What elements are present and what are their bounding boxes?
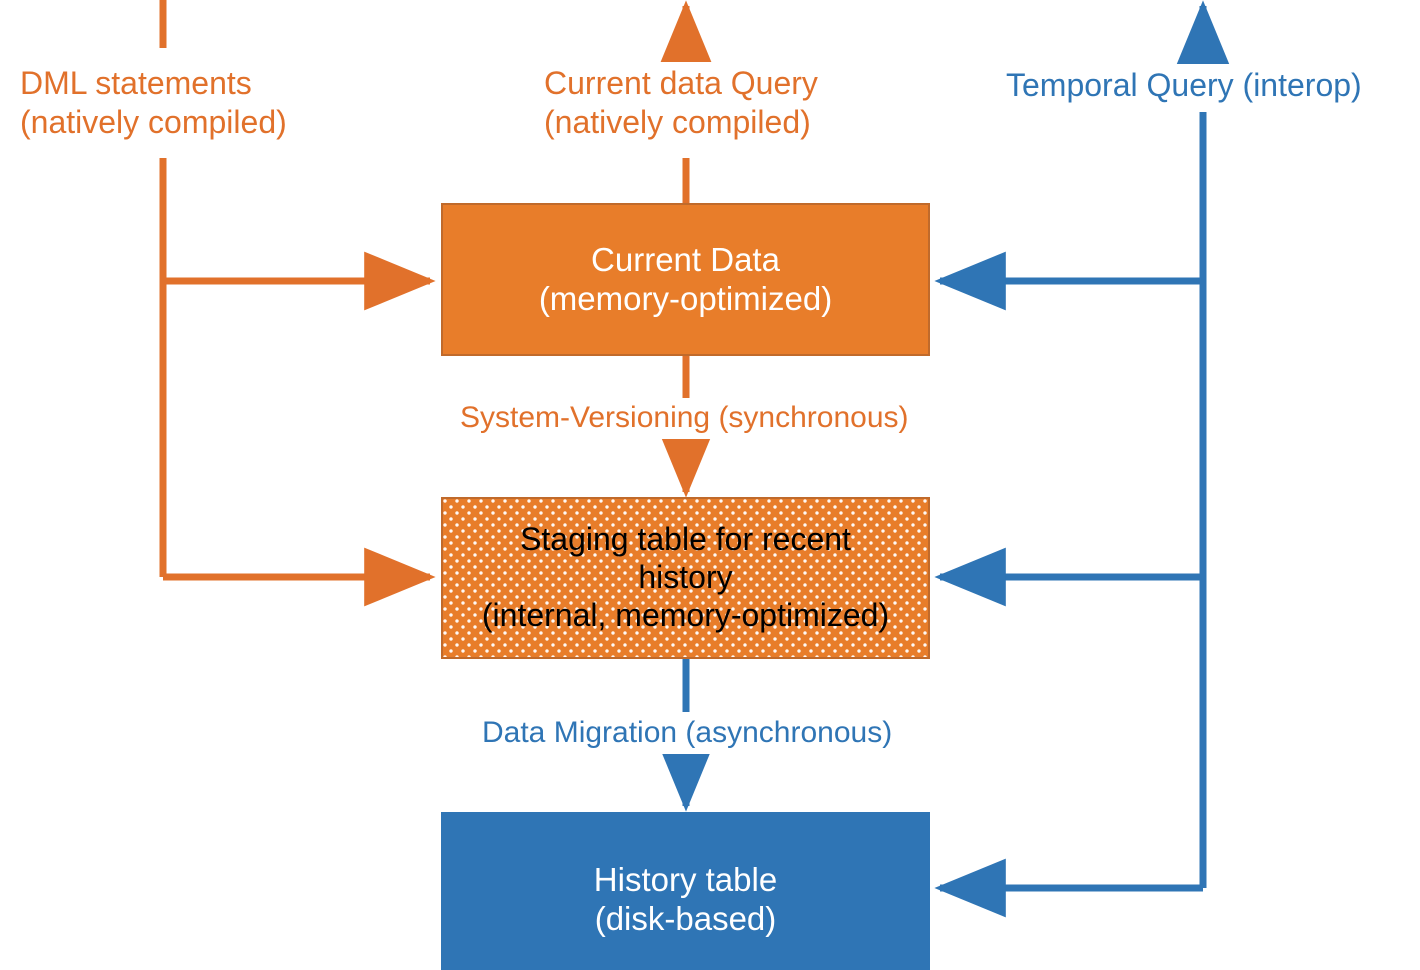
label-dml-statements: DML statements (natively compiled) xyxy=(18,62,293,145)
label-data-migration: Data Migration (asynchronous) xyxy=(474,713,901,754)
label-temporal-query: Temporal Query (interop) xyxy=(1000,64,1368,108)
node-history-table[interactable]: History table (disk-based) xyxy=(441,812,930,970)
node-current-data[interactable]: Current Data (memory-optimized) xyxy=(441,203,930,356)
label-current-data-query: Current data Query (natively compiled) xyxy=(538,62,824,145)
node-staging-table-label: Staging table for recent history (intern… xyxy=(481,521,890,633)
node-staging-table[interactable]: Staging table for recent history (intern… xyxy=(441,497,930,659)
node-history-table-label: History table (disk-based) xyxy=(593,860,778,937)
node-current-data-label: Current Data (memory-optimized) xyxy=(538,240,833,317)
label-system-versioning: System-Versioning (synchronous) xyxy=(452,398,917,439)
